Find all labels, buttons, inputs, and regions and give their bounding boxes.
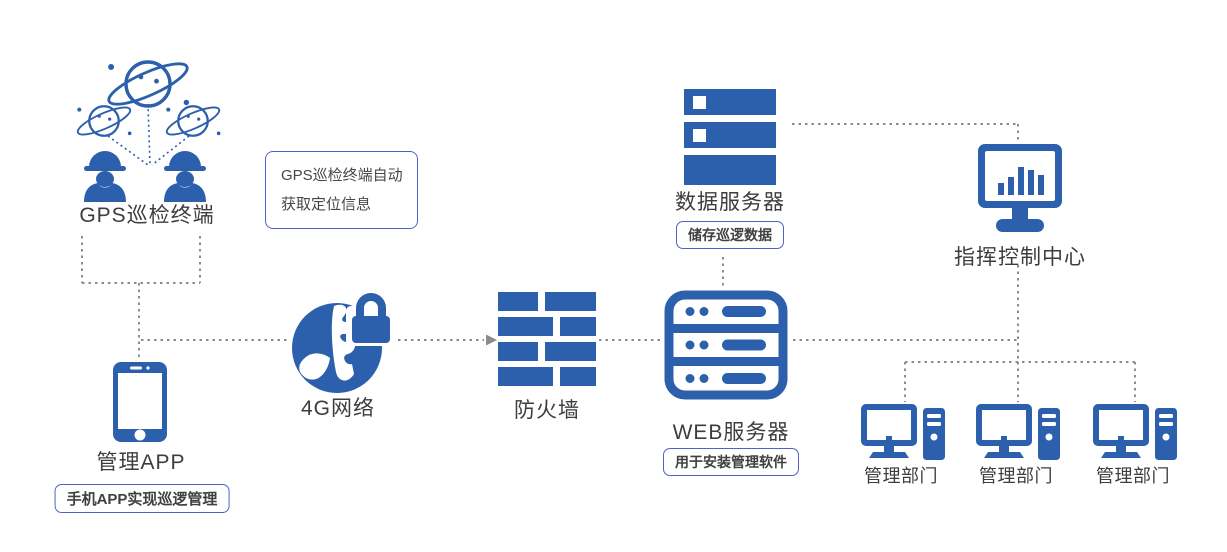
- data-server-note: 储存巡逻数据: [676, 221, 784, 249]
- department-label-1: 管理部门: [864, 466, 938, 486]
- gps-note-box: GPS巡检终端自动 获取定位信息: [265, 151, 418, 229]
- gps-terminal-cluster-icon: [73, 54, 224, 202]
- desktop-computer-icon: [861, 404, 945, 460]
- connector-gps-to-app: [81, 236, 201, 361]
- network-4g-label: 4G网络: [300, 397, 376, 420]
- firewall-label: 防火墙: [514, 399, 580, 422]
- department-label-3: 管理部门: [1096, 466, 1170, 486]
- smartphone-icon: [113, 362, 167, 442]
- worker-icon: [164, 151, 206, 202]
- management-app-label: 管理APP: [96, 451, 186, 474]
- desktop-computer-icon: [1093, 404, 1177, 460]
- worker-icon: [84, 151, 126, 202]
- arrowhead-into-firewall: [486, 334, 497, 346]
- satellite-icon: [73, 101, 135, 141]
- department-label-2: 管理部门: [979, 466, 1053, 486]
- desktop-computer-icon: [976, 404, 1060, 460]
- firewall-icon: [498, 292, 596, 386]
- connector-dataserver-to-command: [792, 123, 1019, 142]
- command-center-label: 指挥控制中心: [954, 246, 1086, 269]
- web-server-icon: [664, 290, 788, 400]
- data-server-label: 数据服务器: [675, 191, 785, 214]
- management-app-note: 手机APP实现巡逻管理: [54, 484, 230, 513]
- gps-note-line1: GPS巡检终端自动: [281, 167, 403, 184]
- gps-terminal-label: GPS巡检终端: [79, 204, 215, 227]
- web-server-label: WEB服务器: [672, 421, 790, 444]
- gps-note-line2: 获取定位信息: [281, 196, 372, 213]
- command-center-icon: [978, 144, 1062, 232]
- satellite-icon: [162, 101, 224, 141]
- satellite-icon: [102, 54, 194, 114]
- bar-chart-glyph: [998, 167, 1044, 195]
- connector-department-branch: [904, 361, 1136, 402]
- data-server-icon: [684, 89, 776, 185]
- globe-lock-icon: [292, 290, 394, 393]
- web-server-note: 用于安装管理软件: [663, 448, 799, 476]
